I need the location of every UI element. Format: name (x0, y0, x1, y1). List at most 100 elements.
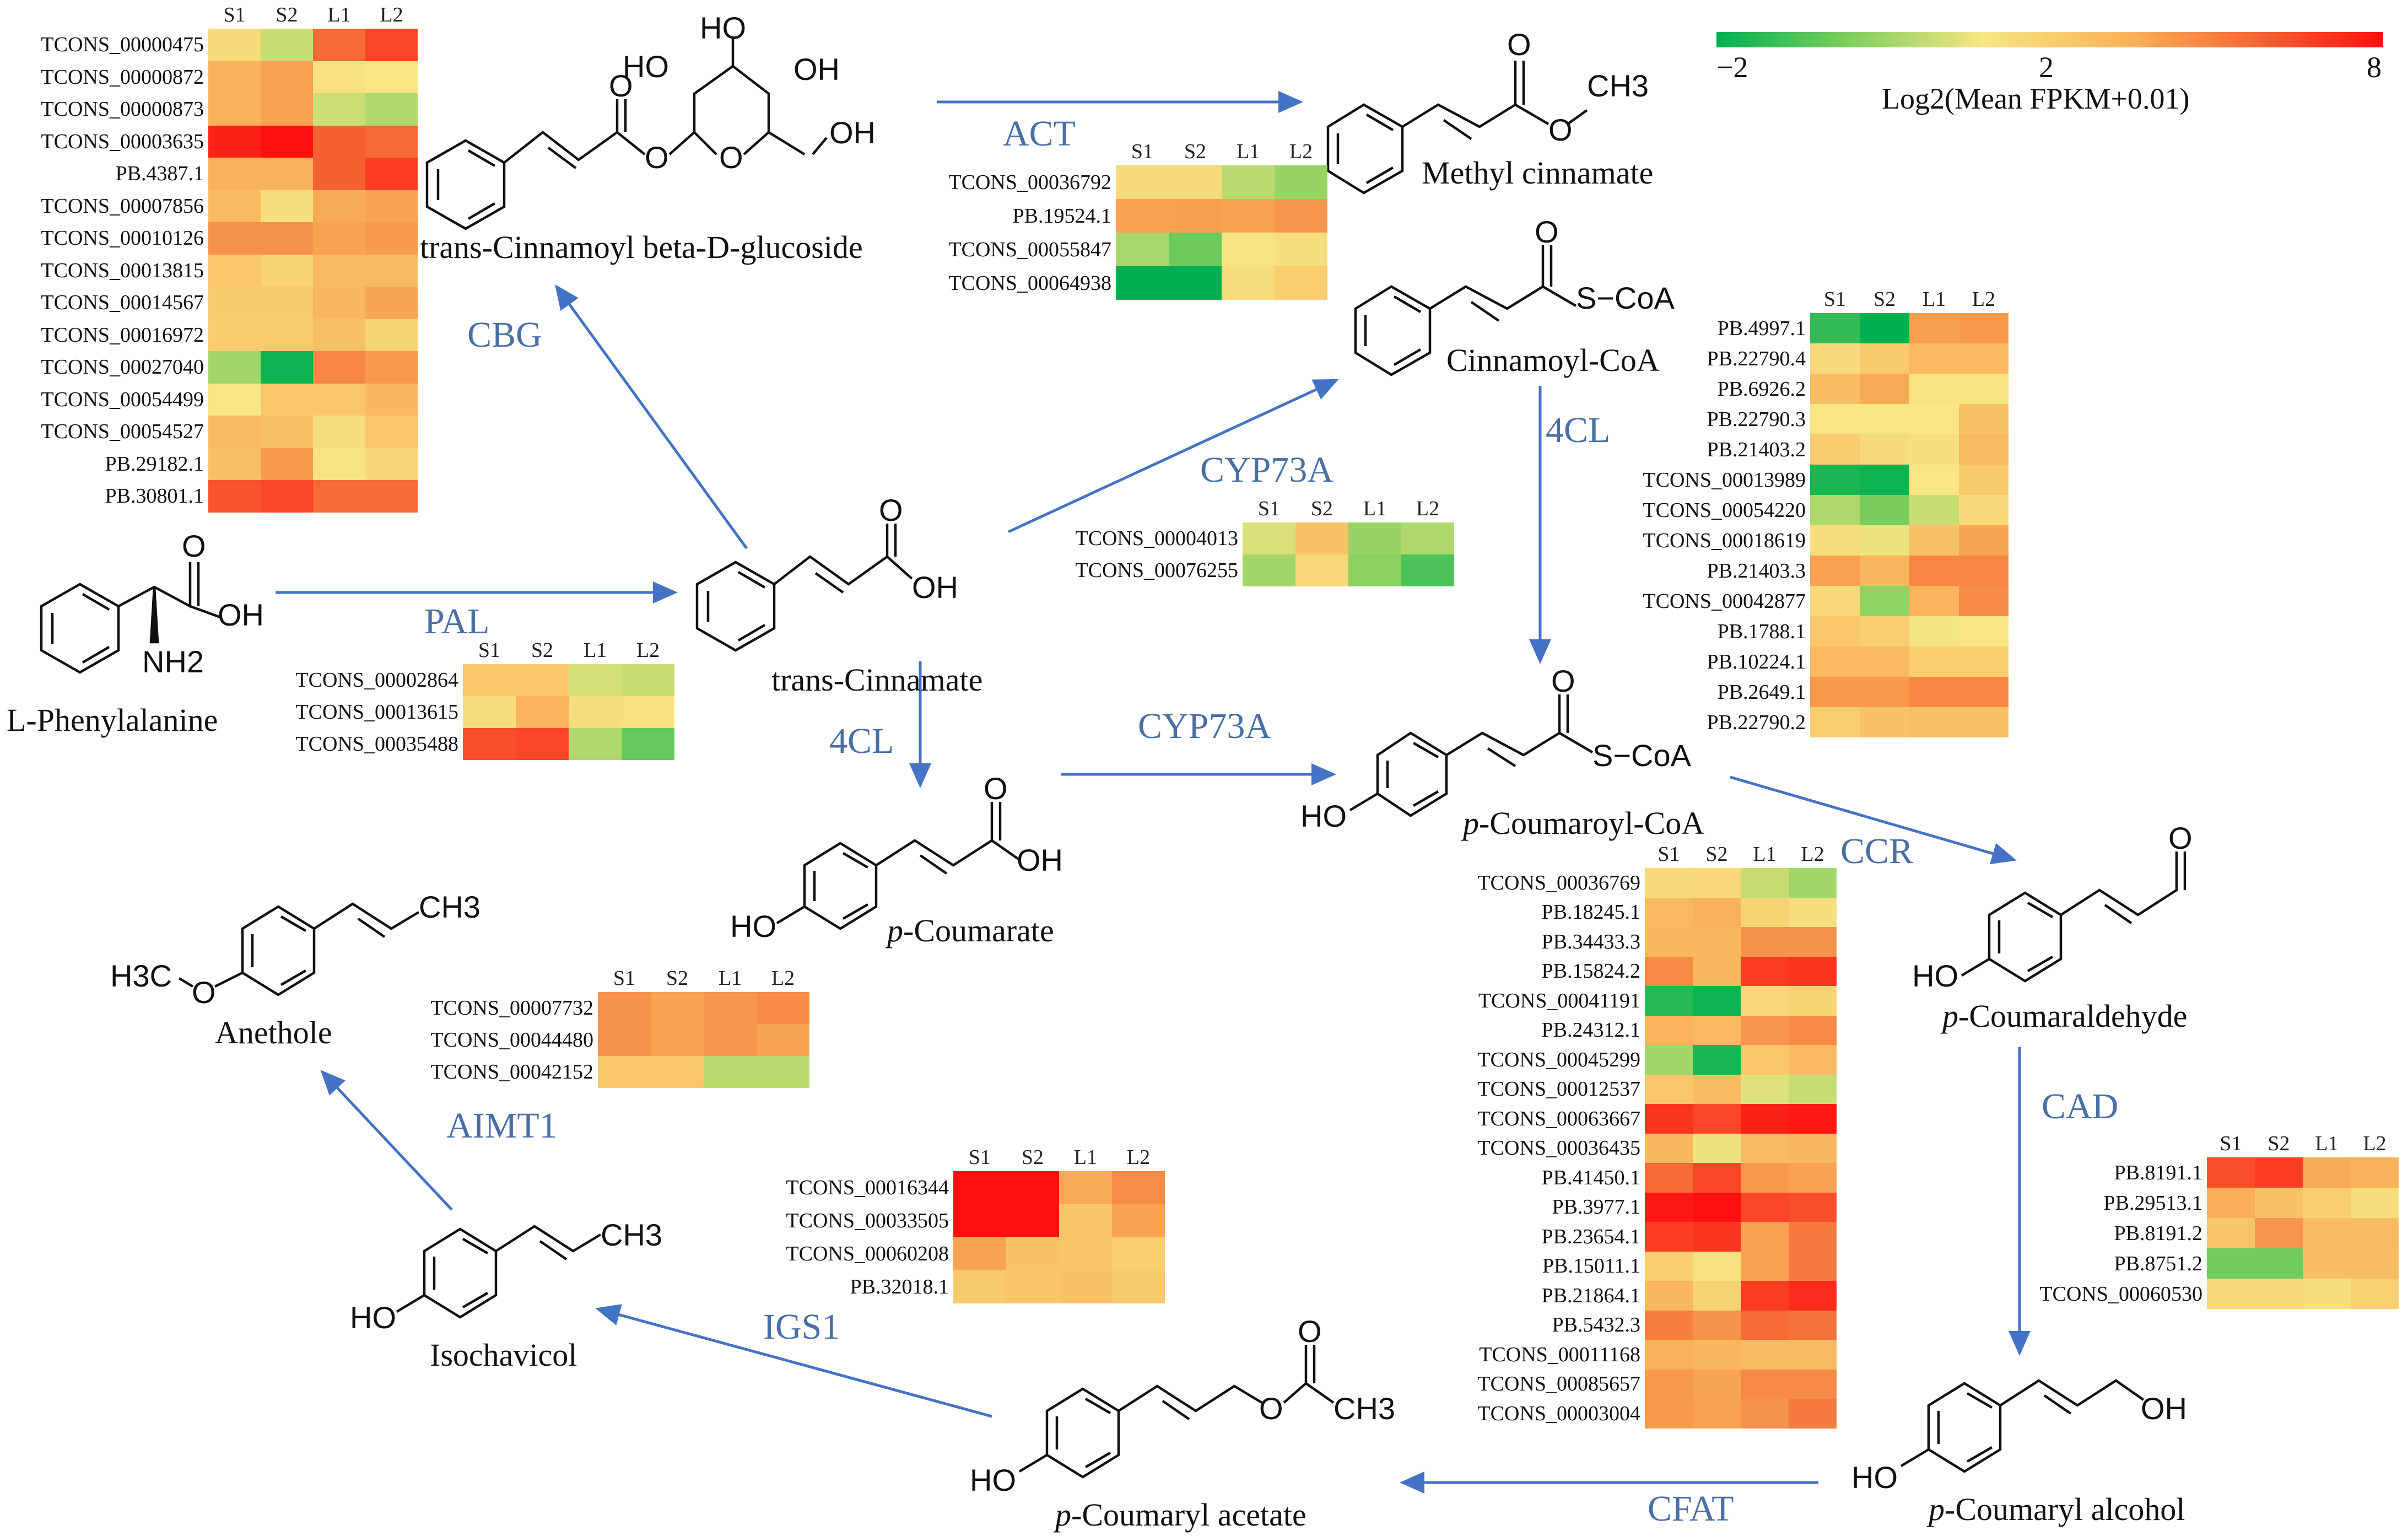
heatmap-row-label: TCONS_00014567 (41, 291, 204, 315)
heatmap-cell (1789, 927, 1837, 957)
heatmap-column-header: S1 (478, 639, 501, 662)
heatmap-cell (1401, 522, 1454, 554)
heatmap-cell (261, 287, 313, 319)
heatmap-cell (1741, 1074, 1789, 1104)
heatmap-row-label: TCONS_00042152 (430, 1060, 593, 1084)
heatmap-cell (1693, 1163, 1741, 1193)
heatmap-cell (1741, 1399, 1789, 1429)
heatmap-cell (1401, 554, 1454, 586)
heatmap-column-header: S1 (1131, 140, 1154, 163)
heatmap-cell (1741, 868, 1789, 898)
heatmap-column-header: L2 (636, 639, 660, 662)
heatmap-cell (1222, 199, 1275, 233)
heatmap-cell (1741, 897, 1789, 927)
heatmap-cell (622, 664, 674, 696)
atom-label: O (1535, 214, 1559, 249)
heatmap-row-label: TCONS_00054527 (41, 420, 204, 444)
heatmap-row-label: TCONS_00064938 (948, 271, 1111, 295)
structure-cinnamoyl-coa (1354, 245, 1577, 376)
heatmap-cell (1909, 374, 1959, 404)
heatmap-row-label: PB.41450.1 (1541, 1166, 1640, 1189)
heatmap-cell (313, 93, 365, 126)
heatmap-cell (313, 190, 365, 222)
color-scale-min-label: −2 (1716, 51, 1748, 84)
heatmap-cell (1645, 986, 1693, 1016)
heatmap-row-label: TCONS_00041191 (1478, 989, 1640, 1012)
heatmap-row-label: PB.24312.1 (1541, 1018, 1640, 1042)
heatmap-cell (313, 448, 365, 480)
heatmap-cell (1810, 525, 1860, 556)
heatmap-cell (1860, 465, 1909, 495)
heatmap-row-label: TCONS_00036435 (1477, 1136, 1640, 1160)
heatmap-row-label: PB.23654.1 (1541, 1225, 1640, 1248)
heatmap-cell (1789, 956, 1837, 986)
heatmap-cell (1810, 343, 1860, 374)
heatmap-cell (1006, 1171, 1059, 1204)
heatmap-row-label: TCONS_00000475 (41, 33, 204, 57)
heatmap-cell (1645, 1163, 1693, 1193)
atom-label: O (182, 529, 206, 563)
atom-label: HO (1912, 958, 1958, 993)
heatmap-cell (1741, 1045, 1789, 1075)
heatmap-cell (1693, 956, 1741, 986)
heatmap-cell (1741, 1104, 1789, 1134)
italic-prefix: p (1463, 805, 1479, 841)
heatmap-column-header: S2 (1021, 1146, 1044, 1169)
heatmap-row-label: PB.19524.1 (1012, 204, 1111, 228)
heatmap-row-label: PB.15824.2 (1541, 960, 1640, 983)
heatmap-row-label: PB.21403.3 (1707, 559, 1806, 583)
heatmap-row-label: PB.22790.3 (1707, 407, 1806, 431)
heatmap-cell (1645, 1251, 1693, 1281)
heatmap-cell (1693, 1251, 1741, 1281)
enzyme-label-act: ACT (1003, 114, 1076, 154)
heatmap-cell (365, 93, 418, 126)
heatmap-cell (1645, 1281, 1693, 1311)
heatmap-column-header: S2 (276, 3, 298, 26)
heatmap-column-header: L1 (1753, 843, 1777, 866)
heatmap-column-header: S2 (666, 967, 689, 990)
heatmap-cell (1645, 868, 1693, 898)
heatmap-row-label: PB.34433.3 (1541, 930, 1640, 953)
heatmap-cell (1860, 374, 1909, 404)
italic-prefix: p (1942, 998, 1958, 1034)
compound-l-phenylalanine: L-Phenylalanine (7, 702, 218, 738)
heatmap-cell (1112, 1171, 1165, 1204)
heatmap-cell (1741, 986, 1789, 1016)
heatmap-cell (1860, 525, 1909, 556)
heatmap-row-label: TCONS_00044480 (430, 1028, 593, 1052)
heatmap-column-header: L2 (1801, 843, 1824, 866)
enzyme-label-cfat: CFAT (1648, 1489, 1734, 1529)
heatmap-cell (953, 1204, 1006, 1237)
heatmap-cell (463, 728, 516, 760)
heatmap-column-header: L1 (583, 639, 607, 662)
heatmap-cell (622, 728, 674, 760)
heatmap-grid (1810, 313, 2009, 737)
heatmap-cell (1275, 199, 1327, 233)
heatmap-cell (1348, 522, 1401, 554)
heatmap-cell (365, 287, 418, 319)
heatmap-cell (313, 29, 365, 61)
heatmap-cell (1810, 404, 1860, 434)
heatmap-cell (1275, 233, 1327, 266)
heatmap-cell (1909, 677, 1959, 707)
atom-label: OH (2141, 1391, 2187, 1426)
heatmap-cell (1789, 986, 1837, 1016)
heatmap-cell (1693, 897, 1741, 927)
compound-isochavicol: Isochavicol (430, 1337, 577, 1373)
heatmap-cell (208, 125, 261, 158)
heatmap-row-label: TCONS_00054499 (41, 387, 204, 411)
heatmap-cell (2303, 1279, 2351, 1309)
heatmap-cell (1909, 707, 1959, 737)
heatmap-cell (261, 125, 313, 158)
heatmap-row-label: TCONS_00002864 (295, 669, 458, 692)
heatmap-cell (261, 319, 313, 351)
heatmap-cell (1860, 495, 1909, 525)
heatmap-row-label: TCONS_00035488 (295, 732, 458, 756)
heatmap-cell (261, 383, 313, 416)
heatmap-cell (463, 696, 516, 728)
heatmap-cell (1959, 616, 2009, 646)
